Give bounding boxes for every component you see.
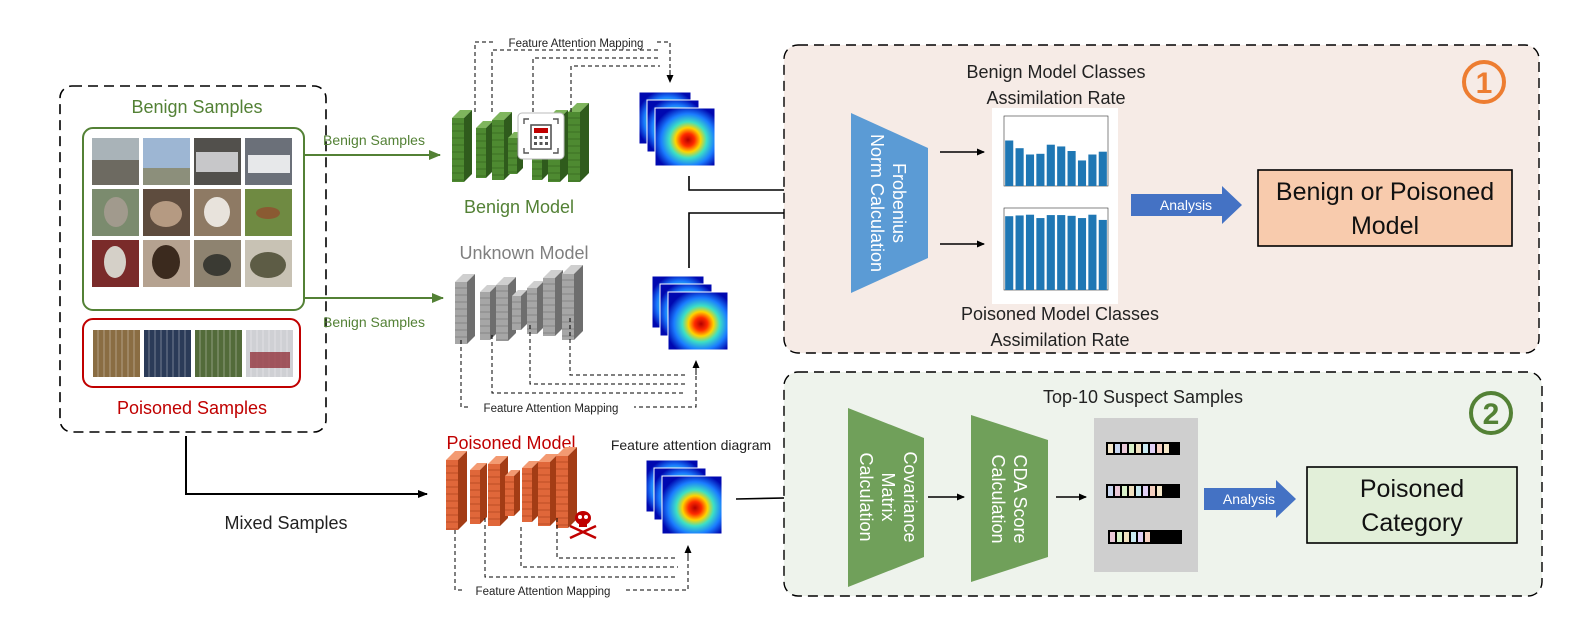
chart-bar-1 [1015,215,1024,290]
chart-bar-6 [1067,151,1076,186]
chart-bar-9 [1098,219,1107,290]
top10-title: Top-10 Suspect Samples [1043,387,1243,407]
frobenius-label-line1: Frobenius [889,163,909,243]
analysis-arrow-1: Analysis [1131,186,1242,224]
result2-line1: Poisoned [1360,475,1464,503]
svg-text:Analysis: Analysis [1223,491,1275,507]
heatmap-unknown [651,275,729,351]
covariance-trapezoid [848,408,924,587]
heatmap-poisoned [645,459,723,535]
chart-bar-0 [1005,216,1014,290]
benign-rate-title-line2: Assimilation Rate [986,88,1125,108]
chart-bar-8 [1088,154,1097,186]
benign-sample-grid [92,138,292,287]
benign-samples-arrow-bottom-label: Benign Samples [323,314,425,330]
category-panel: 2 Top-10 Suspect Samples Covariance Matr… [783,371,1543,597]
mixed-samples-label: Mixed Samples [224,513,347,533]
poisoned-rate-chart [992,200,1118,304]
chart-bar-2 [1025,154,1035,186]
badge-1: 1 [1462,60,1506,104]
poisoned-samples-box [82,318,301,388]
cda-trapezoid [971,415,1048,582]
feature-diagram-label: Feature attention diagram [611,437,771,453]
poisoned-model-label: Poisoned Model [446,433,575,453]
suspect-sample-strip [1108,530,1182,544]
suspect-sample-strip [1106,484,1180,498]
frobenius-label-line2: Norm Calculation [867,134,887,272]
benign-samples-arrow-top-label: Benign Samples [323,132,425,148]
result2-line2: Category [1361,509,1463,537]
feature-mapping-bottom-label: Feature Attention Mapping [476,586,611,598]
covariance-line2: Matrix [878,473,898,522]
analysis-arrow-2: Analysis [1204,480,1296,518]
suspect-sample-strip [1106,442,1180,455]
chart-axes [1003,115,1109,187]
svg-text:Analysis: Analysis [1160,197,1212,213]
covariance-line1: Covariance [900,451,920,542]
chart-axes [1003,207,1109,291]
unknown-model-label: Unknown Model [459,243,588,263]
chart-bar-3 [1036,218,1045,290]
covariance-line3: Calculation [856,452,876,541]
mixed-samples-arrow [185,436,428,498]
poisoned-model-network [446,447,577,530]
feature-mapping-top-label: Feature Attention Mapping [509,38,644,50]
result1-line2: Model [1351,212,1419,240]
chart-bar-4 [1046,215,1055,290]
poisoned-rate-title-line2: Assimilation Rate [990,330,1129,350]
badge-2: 2 [1469,391,1513,435]
frobenius-trapezoid [851,113,928,293]
feature-mapping-top [474,41,671,112]
cda-line2: Calculation [988,454,1008,543]
samples-panel: Benign Samples [59,85,327,433]
benign-or-poisoned-result [1257,169,1513,247]
unknown-heatmap-arrow [688,209,827,268]
calculator-icon [517,112,565,160]
benign-heatmap-arrow [688,176,827,194]
benign-samples-box [82,127,305,311]
top10-suspect-samples [1094,418,1198,572]
chart-bar-6 [1067,215,1076,290]
chart-bar-8 [1088,214,1097,290]
poisoned-category-result [1306,466,1518,544]
feature-mapping-middle-label: Feature Attention Mapping [484,403,619,415]
chart-bar-0 [1005,140,1014,186]
heatmap-benign [638,91,716,167]
chart-bar-4 [1046,144,1055,186]
chart-bar-7 [1077,160,1087,186]
result1-line1: Benign or Poisoned [1276,178,1494,206]
feature-mapping-bottom [454,518,689,591]
poisoned-rate-title-line1: Poisoned Model Classes [961,304,1159,324]
chart-bar-2 [1025,214,1035,290]
unknown-model-network [455,265,583,344]
detection-panel: 1 Benign Model Classes Assimilation Rate… [783,44,1540,354]
chart-bar-3 [1036,153,1045,186]
benign-samples-title: Benign Samples [131,97,262,117]
benign-rate-title-line1: Benign Model Classes [966,62,1145,82]
chart-bar-5 [1057,146,1066,186]
skull-icon [569,511,597,540]
chart-bar-7 [1077,218,1087,290]
chart-bar-5 [1057,215,1066,290]
chart-bar-9 [1098,151,1107,186]
benign-model-label: Benign Model [464,197,574,217]
svg-text:2: 2 [1483,398,1500,431]
chart-bar-1 [1015,148,1024,186]
poisoned-samples-title: Poisoned Samples [117,398,267,418]
poisoned-sample-row [93,330,293,377]
cda-line1: CDA Score [1010,454,1030,543]
benign-rate-chart [992,108,1118,200]
svg-text:1: 1 [1476,67,1493,100]
